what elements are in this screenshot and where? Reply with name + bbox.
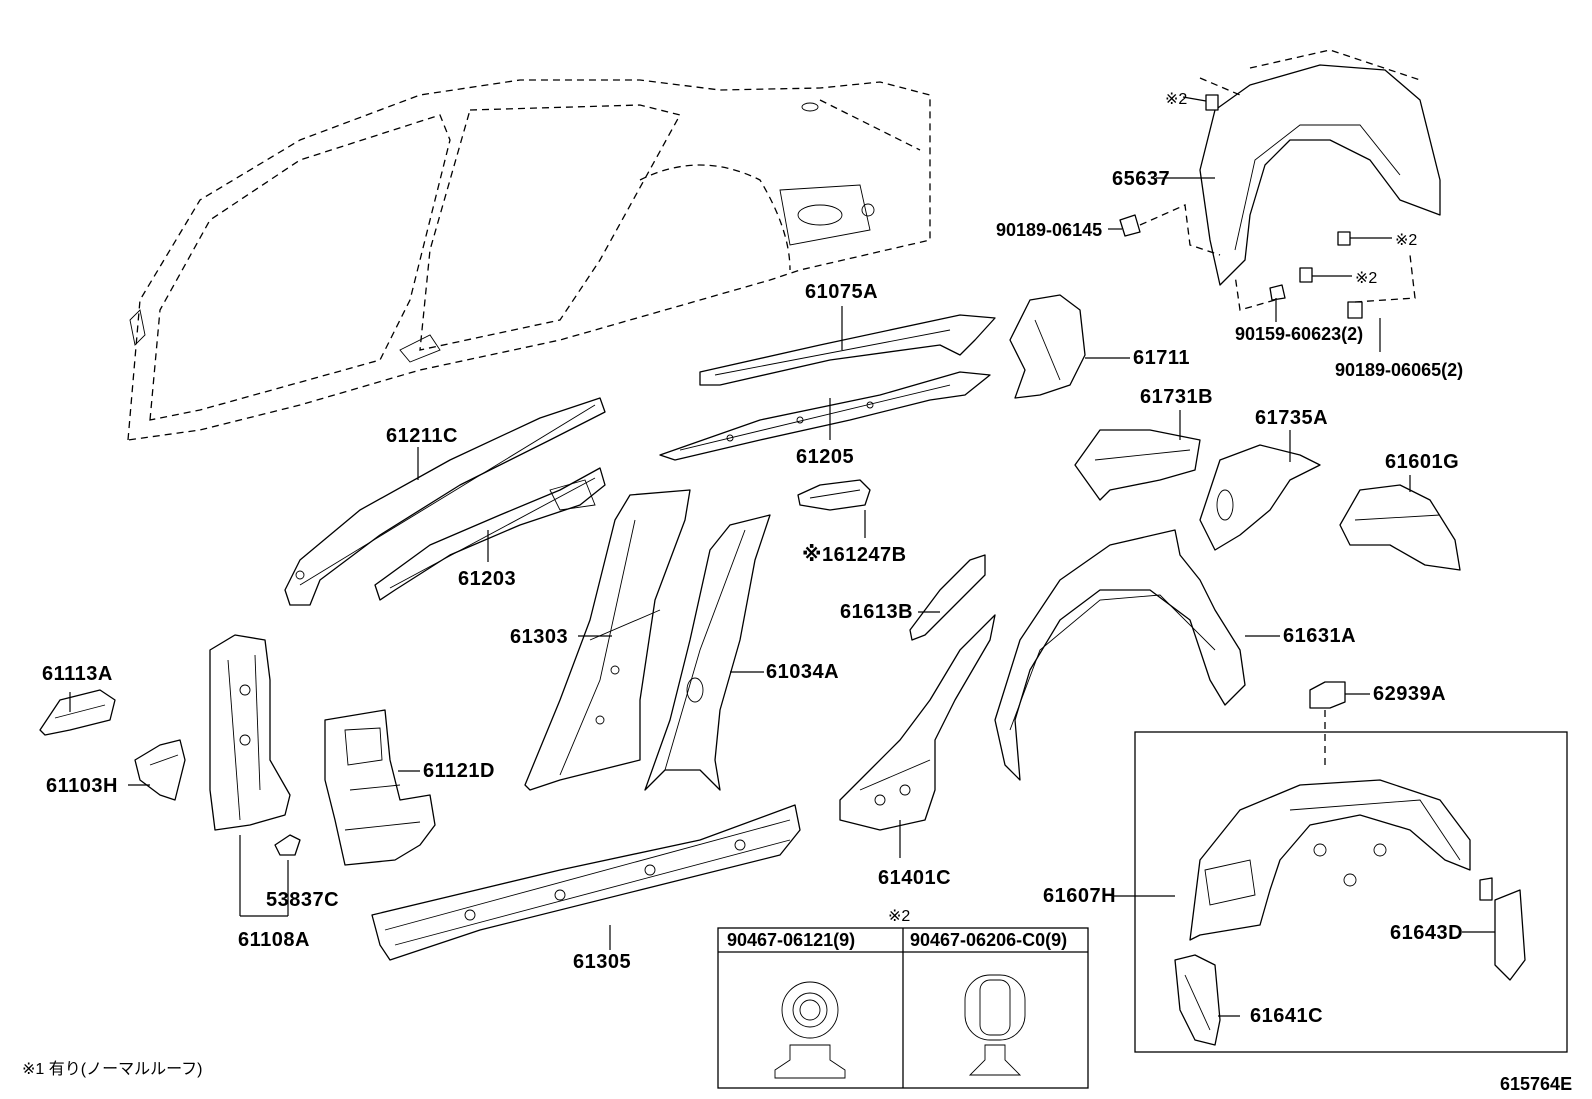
leader-lines [69, 96, 1495, 1017]
part-61643D [1479, 877, 1526, 981]
label-61631A: 61631A [1283, 625, 1356, 647]
label-90189-06065: 90189-06065(2) [1335, 360, 1463, 380]
part-61641C [1174, 954, 1221, 1046]
label-61711: 61711 [1133, 347, 1190, 369]
label-61113A: 61113A [42, 663, 113, 685]
part-61607H [1189, 779, 1471, 941]
label-61103H: 61103H [46, 775, 118, 797]
label-61205: 61205 [796, 446, 854, 468]
part-61211C [284, 397, 606, 606]
label-62939A: 62939A [1373, 683, 1446, 705]
part-61034A [644, 514, 771, 791]
label-53837C: 53837C [266, 889, 339, 911]
part-61613B [909, 554, 986, 641]
label-61075A: 61075A [805, 281, 878, 303]
label-61613B: 61613B [840, 601, 913, 623]
part-61075A [699, 314, 996, 386]
part-61113A [39, 689, 116, 736]
part-61103H [134, 739, 186, 801]
clip-table-col1: 90467-06121(9) [727, 930, 855, 950]
label-61735A: 61735A [1255, 407, 1328, 429]
clip-table [717, 927, 1089, 1089]
note-mark-2a: ※2 [1165, 91, 1187, 108]
footnote: ※1 有り(ノーマルルーフ) [22, 1060, 202, 1078]
wheelhouse-detail-box [1134, 731, 1568, 1053]
part-61711 [1009, 294, 1086, 399]
note-mark-2b: ※2 [1395, 232, 1417, 249]
part-61121D [324, 709, 436, 866]
clip-table-header-mark: ※2 [888, 908, 910, 925]
part-61247B [797, 479, 871, 511]
label-61641C: 61641C [1250, 1005, 1323, 1027]
body-side-outer-panel [127, 79, 931, 441]
part-61401C [839, 614, 996, 831]
label-61121D: 61121D [423, 760, 495, 782]
label-61203: 61203 [458, 568, 516, 590]
label-61108A: 61108A [238, 929, 310, 951]
label-61401C: 61401C [878, 867, 951, 889]
label-90159-60623: 90159-60623(2) [1235, 324, 1363, 344]
label-61303: 61303 [510, 626, 568, 648]
part-61305 [371, 804, 801, 961]
part-61631A [994, 529, 1246, 781]
part-65637 [1199, 49, 1441, 286]
label-61643D: 61643D [1390, 922, 1463, 944]
part-labels: 61075A 61711 61731B 61735A 61601G 61211C… [42, 91, 1463, 1027]
part-61205 [659, 371, 991, 461]
part-61731B [1074, 429, 1201, 501]
part-61601G [1339, 484, 1461, 571]
clip-fasteners [1119, 94, 1416, 319]
part-61735A [1199, 444, 1321, 551]
label-61601G: 61601G [1385, 451, 1459, 473]
part-61203 [374, 467, 606, 601]
label-61211C: 61211C [386, 425, 458, 447]
label-61247B: ※161247B [802, 544, 907, 566]
clip-table-col2: 90467-06206-C0(9) [910, 930, 1067, 950]
note-mark-2c: ※2 [1355, 270, 1377, 287]
clip-table-labels: ※2 90467-06121(9) 90467-06206-C0(9) [727, 908, 1067, 950]
label-90189-06145: 90189-06145 [996, 220, 1102, 240]
label-61731B: 61731B [1140, 386, 1213, 408]
diagram-id: 615764E [1500, 1074, 1572, 1094]
label-61607H: 61607H [1043, 885, 1116, 907]
label-61034A: 61034A [766, 661, 839, 683]
part-61108A [209, 634, 291, 831]
part-62939A [1309, 681, 1346, 770]
part-61303 [524, 489, 691, 791]
label-61305: 61305 [573, 951, 631, 973]
part-53837C [274, 834, 301, 856]
label-65637: 65637 [1112, 168, 1170, 190]
